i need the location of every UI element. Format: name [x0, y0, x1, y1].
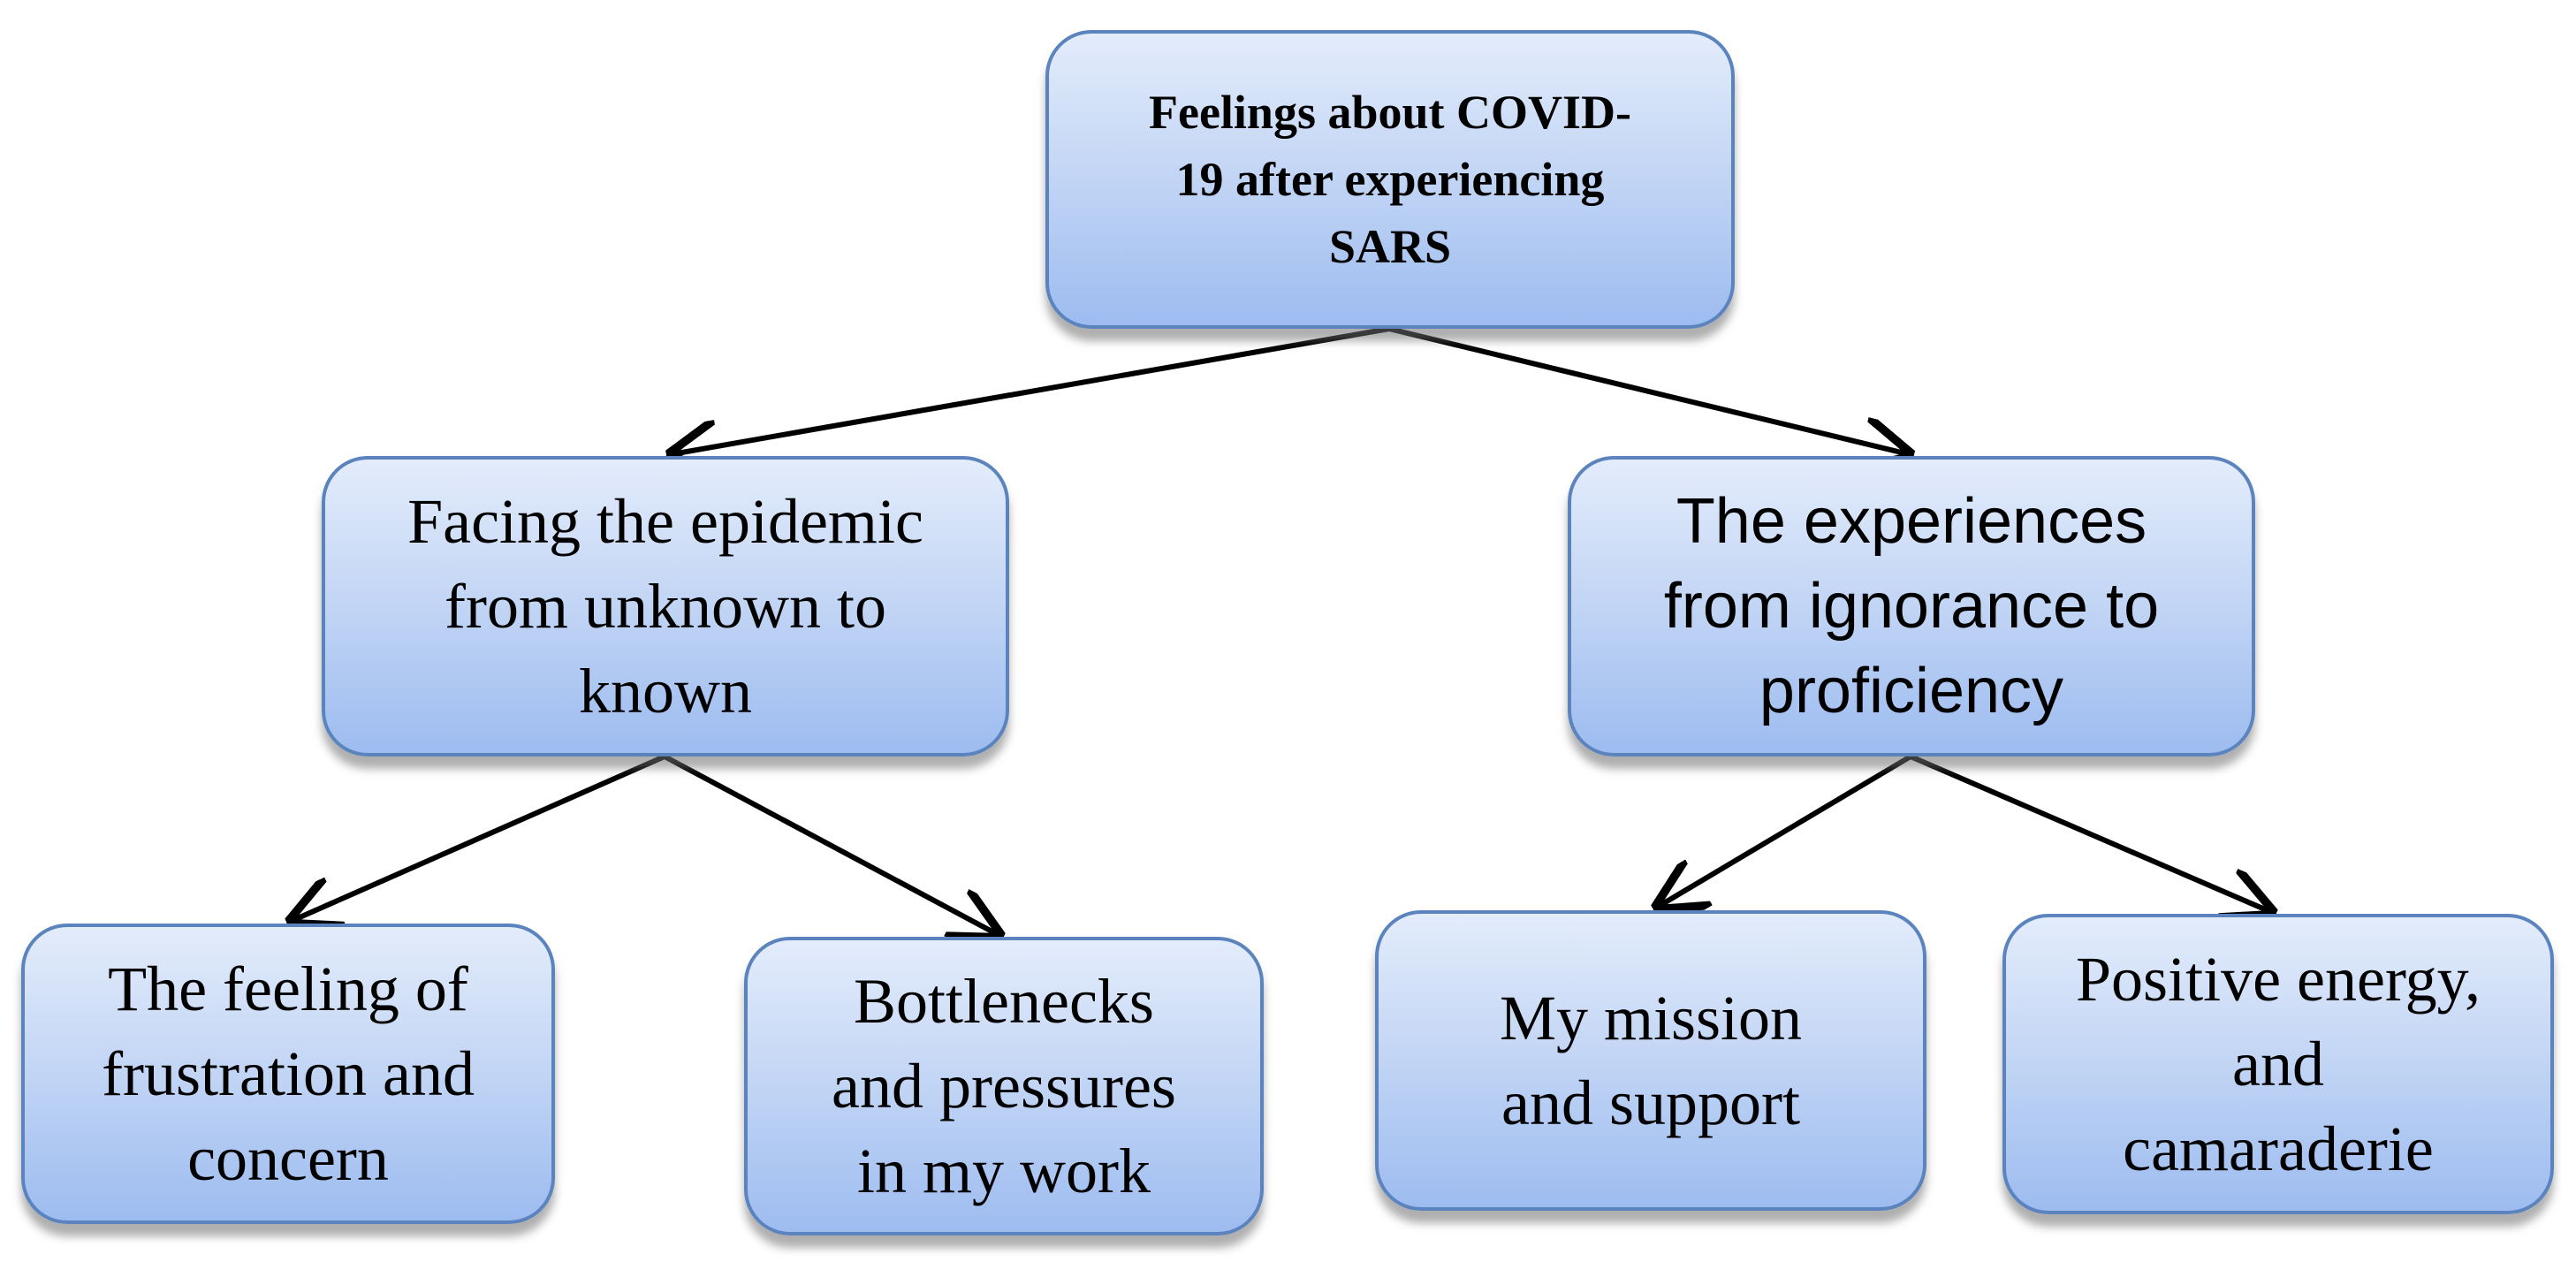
root-node-label: Feelings about COVID- 19 after experienc… [1148, 86, 1631, 273]
branch-node-2: The experiences from ignorance to profic… [1568, 456, 2255, 756]
leaf-node-4-label: Positive energy, and camaraderie [2076, 944, 2481, 1184]
leaf-node-2: Bottlenecks and pressures in my work [744, 937, 1264, 1235]
leaf-node-1: The feeling of frustration and concern [21, 924, 555, 1224]
branch-node-1-label: Facing the epidemic from unknown to know… [407, 486, 923, 726]
branch-node-1: Facing the epidemic from unknown to know… [322, 456, 1009, 756]
arrow-branch-1-to-leaf-2 [663, 754, 999, 935]
arrow-root-to-branch-2 [1388, 326, 1909, 454]
arrow-branch-2-to-leaf-4 [1909, 754, 2271, 912]
branch-node-2-label: The experiences from ignorance to profic… [1663, 486, 2160, 726]
leaf-node-3-label: My mission and support [1499, 983, 1803, 1138]
leaf-node-1-label: The feeling of frustration and concern [102, 954, 475, 1194]
arrow-branch-1-to-leaf-1 [292, 754, 666, 921]
arrow-branch-2-to-leaf-3 [1658, 754, 1912, 907]
arrow-root-to-branch-1 [672, 326, 1390, 454]
leaf-node-4: Positive energy, and camaraderie [2002, 914, 2554, 1214]
root-node: Feelings about COVID- 19 after experienc… [1045, 30, 1735, 329]
leaf-node-3: My mission and support [1375, 910, 1926, 1211]
leaf-node-2-label: Bottlenecks and pressures in my work [832, 966, 1176, 1206]
